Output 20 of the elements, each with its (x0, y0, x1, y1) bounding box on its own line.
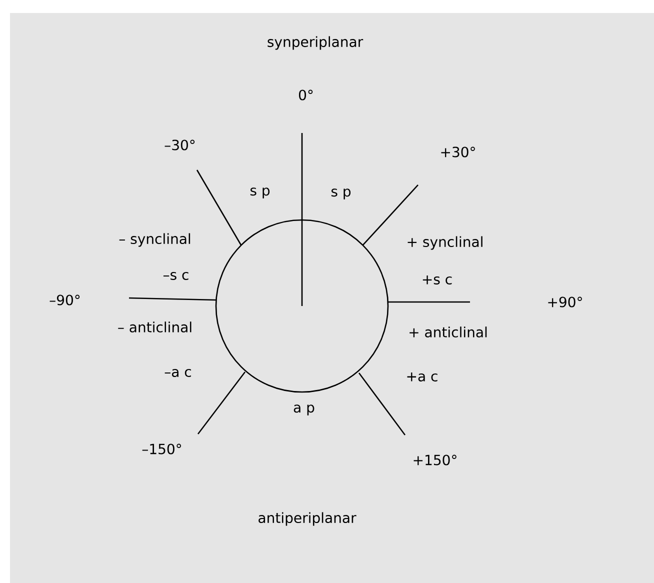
label: +a c (407, 372, 438, 382)
label: – synclinal (119, 233, 190, 247)
circle (215, 219, 389, 393)
label: –150° (142, 444, 182, 454)
label: –s c (163, 272, 188, 280)
label: + synclinal (408, 236, 482, 250)
label: antiperiplanar (258, 512, 356, 526)
label: s p (250, 188, 270, 198)
label: +150° (414, 454, 456, 466)
label: 0° (298, 90, 313, 100)
label: +s c (422, 276, 452, 284)
label: –30° (164, 140, 195, 150)
label: synperiplanar (268, 36, 364, 50)
label: s p (331, 188, 351, 200)
label: +90° (548, 296, 582, 308)
label: –90° (50, 294, 80, 306)
label: – anticlinal (118, 322, 192, 332)
label: +30° (441, 146, 475, 158)
label: + anticlinal (410, 326, 487, 338)
label: –a c (164, 368, 191, 378)
